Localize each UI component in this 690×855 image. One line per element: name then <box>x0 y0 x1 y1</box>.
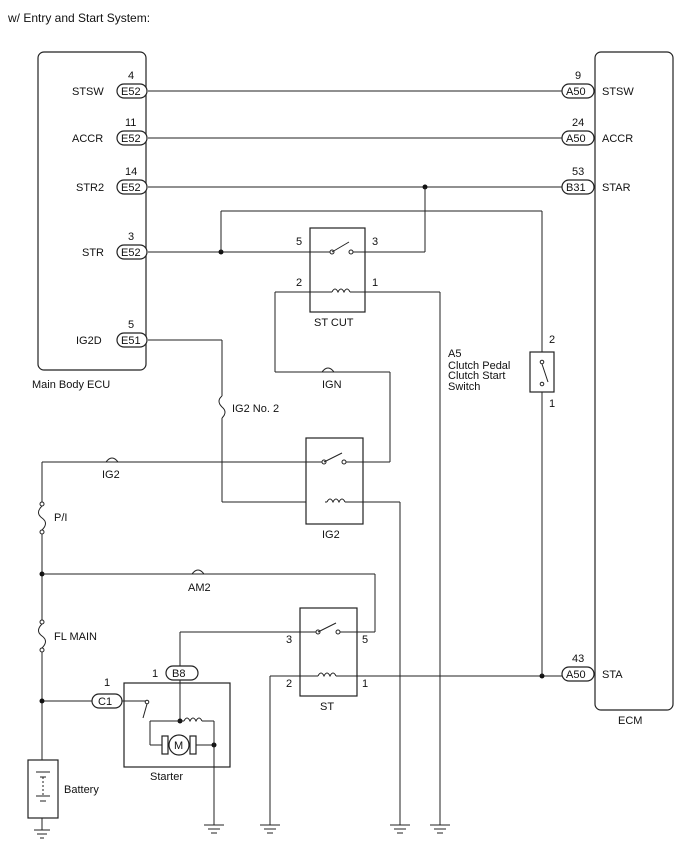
st-relay: 3 5 2 1 ST <box>270 607 562 713</box>
clutch-label-1: Clutch Pedal <box>448 360 510 372</box>
ecu-pin-stsw: 4 <box>128 70 134 82</box>
ground-st-cut <box>430 824 450 834</box>
fl-main-fusible-link: FL MAIN <box>36 619 97 653</box>
ecm-conn-accr: A50 <box>566 133 586 145</box>
ecm-box <box>594 51 674 711</box>
clutch-label-3: Switch <box>448 381 480 393</box>
ig2-no2-fuse-label: IG2 No. 2 <box>232 403 279 415</box>
ecu-label-accr: ACCR <box>72 133 103 145</box>
ecm-pin-stsw: 9 <box>575 70 581 82</box>
ecu-pin-str: 3 <box>128 231 134 243</box>
ecm-conn-stsw: A50 <box>566 86 586 98</box>
ecu-label-stsw: STSW <box>72 86 104 98</box>
ign-fuse: IGN <box>321 367 342 391</box>
st-cut-label: ST CUT <box>314 317 354 329</box>
starter-c1-conn: C1 <box>98 696 112 708</box>
am2-fuse: AM2 <box>188 569 211 594</box>
ground-ig2-relay <box>390 824 410 834</box>
ecu-conn-ig2d: E51 <box>121 335 141 347</box>
ig2-relay-label: IG2 <box>322 529 340 541</box>
ecm-pin-sta: 43 <box>572 653 584 665</box>
ig2-no2-fuse: IG2 No. 2 <box>218 395 279 419</box>
ecu-conn-accr: E52 <box>121 133 141 145</box>
ecm-pin-star: 53 <box>572 166 584 178</box>
st-cut-pin-1: 1 <box>372 277 378 289</box>
ecm-pin-accr: 24 <box>572 117 584 129</box>
starter-motor-symbol: M <box>174 740 183 752</box>
fl-main-label: FL MAIN <box>54 631 97 643</box>
ecu-pin-ig2d: 5 <box>128 319 134 331</box>
ecm-conn-star: B31 <box>566 182 586 194</box>
st-pin-2: 2 <box>286 678 292 690</box>
clutch-pin-2: 2 <box>549 334 555 346</box>
st-pin-5: 5 <box>362 634 368 646</box>
ecu-conn-str2: E52 <box>121 182 141 194</box>
ground-starter <box>204 824 224 834</box>
ecm-label: ECM <box>618 715 642 727</box>
st-cut-pin-2: 2 <box>296 277 302 289</box>
clutch-start-switch: 2 1 A5 Clutch Pedal Clutch Start Switch <box>448 334 555 410</box>
ecu-connectors: E52 4 STSW E52 11 ACCR E52 14 STR2 E52 3… <box>72 70 148 348</box>
clutch-label-2: Clutch Start <box>448 370 505 382</box>
ign-fuse-label: IGN <box>322 379 342 391</box>
ecm-conn-sta: A50 <box>566 669 586 681</box>
clutch-pin-1: 1 <box>549 398 555 410</box>
pi-fusible-link: P/I <box>36 501 67 535</box>
starter: B8 1 C1 1 M Starter <box>91 665 231 783</box>
starter-label: Starter <box>150 771 183 783</box>
ecm-label-stsw: STSW <box>602 86 634 98</box>
st-cut-pin-3: 3 <box>372 236 378 248</box>
ecu-label-str: STR <box>82 247 104 259</box>
main-body-ecu-box <box>37 51 147 371</box>
st-cut-relay: 5 3 2 1 ST CUT <box>275 227 440 329</box>
ig2-relay: IG2 <box>305 437 400 541</box>
ecu-conn-stsw: E52 <box>121 86 141 98</box>
ecu-pin-accr: 11 <box>125 117 136 129</box>
ground-battery <box>34 829 50 839</box>
junction-c1 <box>39 698 45 704</box>
ecu-pin-str2: 14 <box>125 166 137 178</box>
starter-b8-pin: 1 <box>152 668 158 680</box>
diagram-title: w/ Entry and Start System: <box>7 11 150 25</box>
st-pin-3: 3 <box>286 634 292 646</box>
pi-label: P/I <box>54 512 67 524</box>
st-pin-1: 1 <box>362 678 368 690</box>
main-body-ecu-label: Main Body ECU <box>32 379 110 391</box>
battery-label: Battery <box>64 784 99 796</box>
ecm-label-accr: ACCR <box>602 133 633 145</box>
ground-symbols <box>34 824 450 839</box>
ig2-fuse-label: IG2 <box>102 469 120 481</box>
st-cut-pin-5: 5 <box>296 236 302 248</box>
ground-st-relay <box>260 824 280 834</box>
ecu-conn-str: E52 <box>121 247 141 259</box>
starter-b8-conn: B8 <box>172 668 185 680</box>
battery: Battery <box>27 759 99 819</box>
ecm-label-star: STAR <box>602 182 631 194</box>
st-relay-label: ST <box>320 701 334 713</box>
starter-c1-pin: 1 <box>104 677 110 689</box>
am2-fuse-label: AM2 <box>188 582 211 594</box>
clutch-code: A5 <box>448 348 461 360</box>
ecm-label-sta: STA <box>602 669 623 681</box>
ecm-connectors: A50 9 STSW A50 24 ACCR B31 53 STAR A50 4… <box>561 70 634 682</box>
ecu-label-ig2d: IG2D <box>76 335 102 347</box>
ig2-fuse: IG2 <box>102 457 120 481</box>
ecu-label-str2: STR2 <box>76 182 104 194</box>
